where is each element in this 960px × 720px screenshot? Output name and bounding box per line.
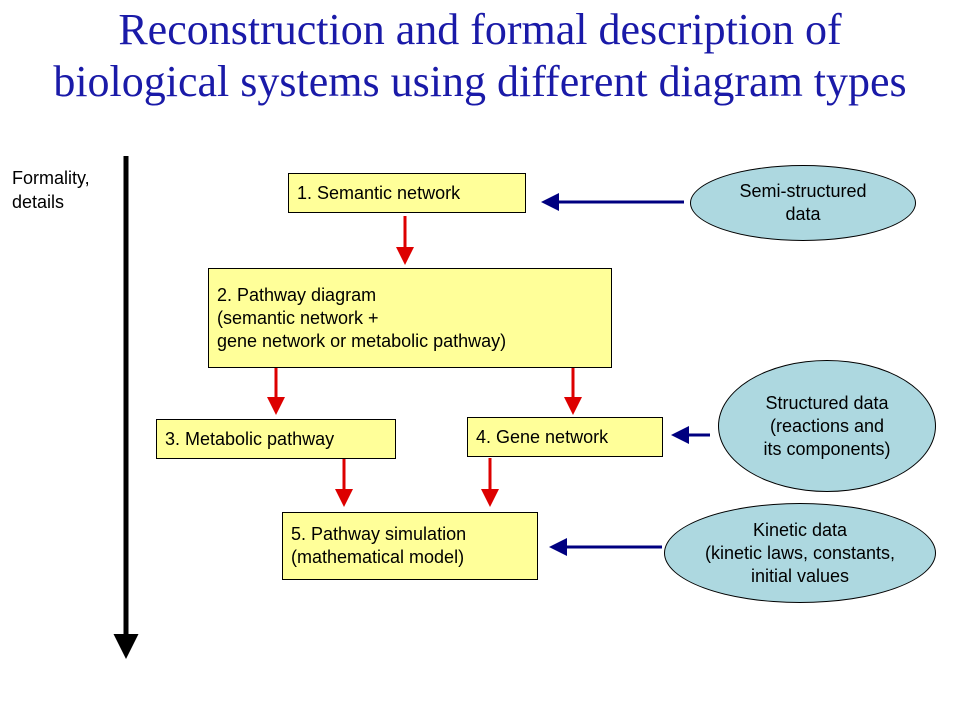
title-line-1: Reconstruction and formal description of: [118, 5, 842, 54]
page-title: Reconstruction and formal description of…: [0, 4, 960, 108]
source-structured-line-2: (reactions and: [769, 415, 885, 436]
source-kinetic-line-2: (kinetic laws, constants,: [704, 542, 896, 563]
node-pathway-diagram-line-1: 2. Pathway diagram: [217, 284, 377, 305]
node-pathway-simulation-line-2: (mathematical model): [291, 547, 465, 567]
source-semi-structured-line-2: data: [785, 204, 821, 224]
node-pathway-diagram: 2. Pathway diagram (semantic network + g…: [208, 268, 612, 368]
node-pathway-simulation: 5. Pathway simulation (mathematical mode…: [282, 512, 538, 580]
node-semantic-network-label: 1. Semantic network: [297, 182, 461, 203]
source-kinetic-line-1: Kinetic data: [752, 519, 848, 540]
node-gene-network-label: 4. Gene network: [476, 426, 609, 447]
axis-label-line-2: details: [12, 192, 65, 212]
node-semantic-network: 1. Semantic network: [288, 173, 526, 213]
node-pathway-diagram-line-3: gene network or metabolic pathway): [217, 330, 507, 351]
source-structured-data: Structured data (reactions and its compo…: [718, 360, 936, 492]
node-metabolic-pathway-label: 3. Metabolic pathway: [165, 428, 335, 449]
source-semi-structured-line-1: Semi-structured: [739, 181, 867, 201]
source-structured-line-1: Structured data: [765, 392, 889, 413]
formality-axis-label: Formality, details: [12, 166, 90, 214]
source-kinetic-line-3: initial values: [750, 565, 850, 586]
node-pathway-simulation-line-1: 5. Pathway simulation: [291, 524, 467, 544]
node-gene-network: 4. Gene network: [467, 417, 663, 457]
node-pathway-diagram-line-2: (semantic network +: [217, 307, 379, 328]
source-semi-structured-data: Semi-structured data: [690, 165, 916, 241]
title-line-2: biological systems using different diagr…: [53, 57, 907, 106]
source-kinetic-data: Kinetic data (kinetic laws, constants, i…: [664, 503, 936, 603]
source-structured-line-3: its components): [763, 438, 891, 459]
node-metabolic-pathway: 3. Metabolic pathway: [156, 419, 396, 459]
axis-label-line-1: Formality,: [12, 168, 90, 188]
